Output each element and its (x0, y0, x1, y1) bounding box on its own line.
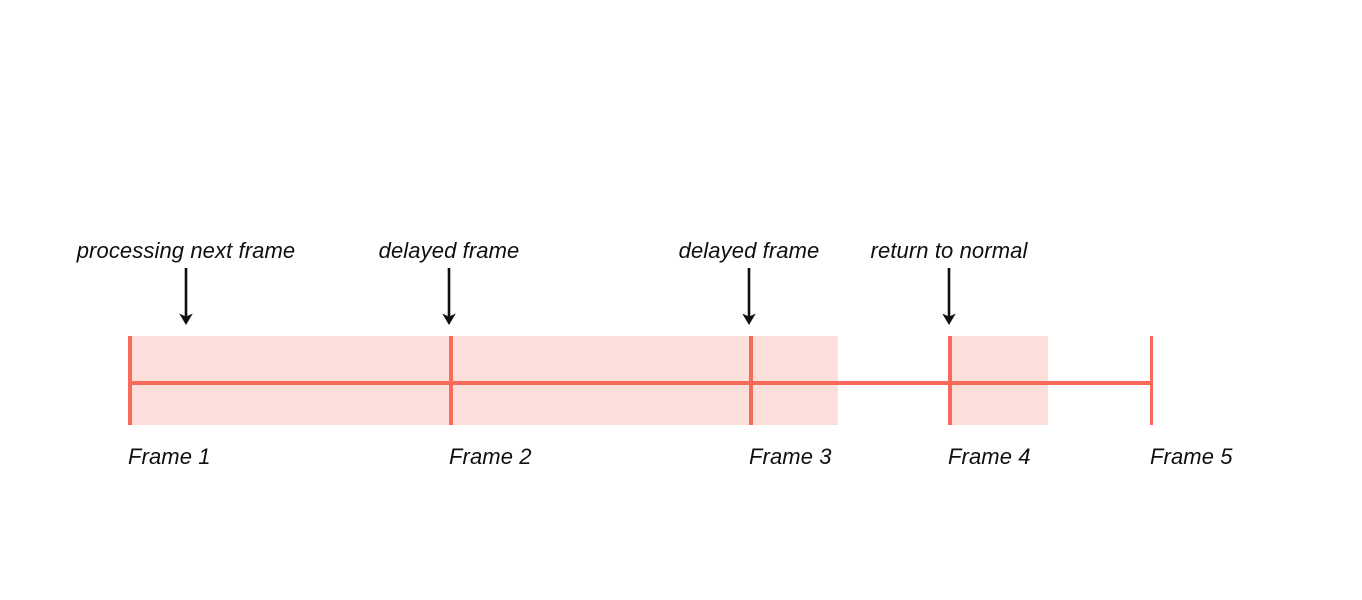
annotation-label: delayed frame (378, 238, 520, 263)
down-arrow-icon (937, 268, 961, 326)
tick-frame-4 (948, 336, 952, 425)
frame-label: Frame 3 (749, 444, 832, 469)
frame-label: Frame 5 (1150, 444, 1233, 469)
frame4-band (948, 336, 1048, 425)
tick-frame-2 (449, 336, 453, 425)
down-arrow-icon (737, 268, 761, 326)
timeline-axis-line (128, 381, 1150, 385)
annotation-label: processing next frame (76, 238, 296, 263)
frame-label: Frame 2 (449, 444, 532, 469)
tick-frame-5 (1150, 336, 1153, 425)
frame-label: Frame 1 (128, 444, 211, 469)
down-arrow-icon (174, 268, 198, 326)
annotation-label: return to normal (870, 238, 1028, 263)
down-arrow-icon (437, 268, 461, 326)
tick-frame-3 (749, 336, 753, 425)
delayed-span-band (128, 336, 838, 425)
frame-label: Frame 4 (948, 444, 1031, 469)
tick-frame-1 (128, 336, 132, 425)
annotation-label: delayed frame (678, 238, 820, 263)
